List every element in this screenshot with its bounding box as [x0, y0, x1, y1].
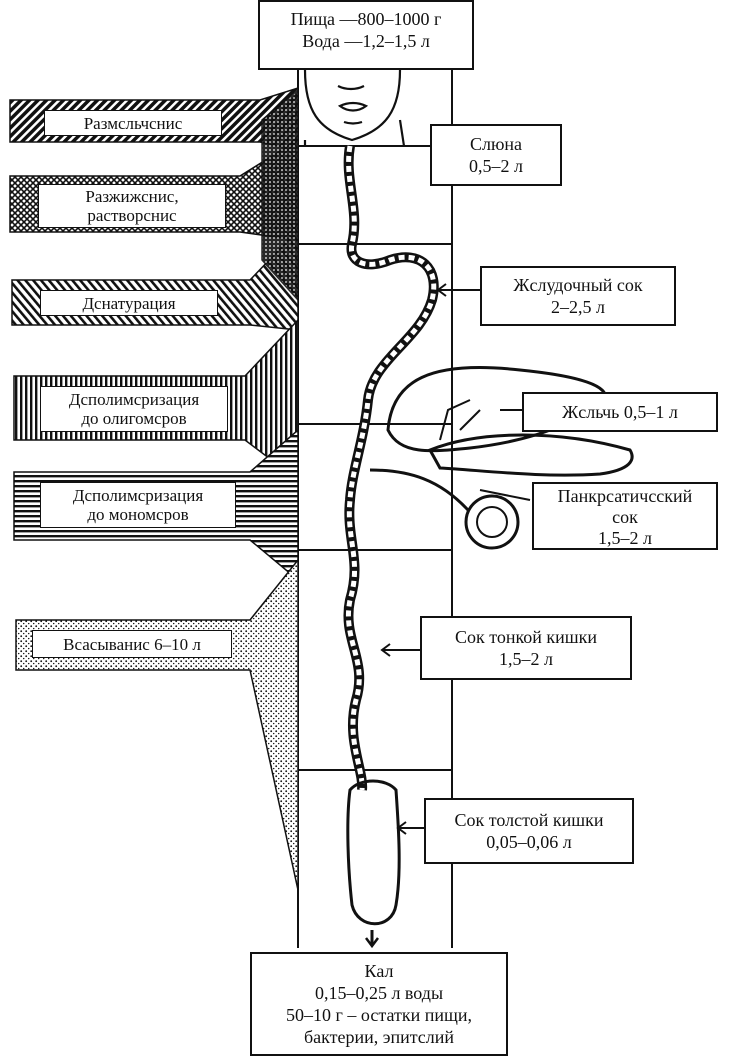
process-label-oligomers-line-1: Дсполимсризация [68, 390, 200, 409]
process-label-liquefaction: Разжижснис, растворснис [38, 184, 226, 228]
output-line-4: бактерии, эпитслий [303, 1027, 455, 1047]
process-label-liquefaction-line-1: Разжижснис, [85, 187, 179, 206]
process-label-absorption-text: Всасыванис 6–10 л [63, 634, 201, 654]
secretion-arrows [380, 151, 540, 835]
secretion-small-intestine-juice-line-2: 1,5–2 л [499, 649, 553, 669]
process-label-monomers-line-1: Дсполимсризация [72, 486, 204, 505]
process-label-oligomers: Дсполимсризация до олигомсров [40, 386, 228, 432]
secretion-large-intestine-juice-line-1: Сок толстой кишки [454, 810, 604, 830]
secretion-saliva-line-1: Слюна [469, 134, 523, 154]
secretion-saliva-line-2: 0,5–2 л [469, 156, 523, 176]
secretion-gastric-juice: Жслудочный сок 2–2,5 л [480, 266, 676, 326]
output-line-2: 0,15–0,25 л воды [314, 983, 444, 1003]
intake-box: Пища —800–1000 г Вода —1,2–1,5 л [258, 0, 474, 70]
process-label-monomers-line-2: до мономсров [87, 505, 189, 524]
secretion-gastric-juice-line-2: 2–2,5 л [551, 297, 605, 317]
process-label-grinding-text: Размсльчснис [83, 113, 183, 133]
secretion-bile-line-1: Жсльчь 0,5–1 л [562, 402, 678, 422]
secretion-pancreatic-juice: Панкрсатичсский сок 1,5–2 л [532, 482, 718, 550]
secretion-bile: Жсльчь 0,5–1 л [522, 392, 718, 432]
secretion-large-intestine-juice-line-2: 0,05–0,06 л [486, 832, 572, 852]
process-label-liquefaction-line-2: растворснис [87, 206, 177, 225]
secretion-pancreatic-juice-line-2: сок [612, 507, 638, 527]
secretion-gastric-juice-line-1: Жслудочный сок [513, 275, 643, 295]
process-label-monomers: Дсполимсризация до мономсров [40, 482, 236, 528]
process-label-grinding: Размсльчснис [44, 110, 222, 136]
process-label-denaturation: Дснатурация [40, 290, 218, 316]
process-label-absorption: Всасыванис 6–10 л [32, 630, 232, 658]
intake-line-2: Вода —1,2–1,5 л [302, 31, 430, 51]
secretion-saliva: Слюна 0,5–2 л [430, 124, 562, 186]
secretion-pancreatic-juice-line-3: 1,5–2 л [598, 528, 652, 548]
secretion-small-intestine-juice-line-1: Сок тонкой кишки [454, 627, 598, 647]
head-illustration [303, 69, 406, 147]
process-label-denaturation-text: Дснатурация [82, 293, 176, 313]
secretion-pancreatic-juice-line-1: Панкрсатичсский [557, 486, 693, 506]
output-box: Кал 0,15–0,25 л воды 50–10 г – остатки п… [250, 952, 508, 1056]
output-line-1: Кал [364, 961, 394, 981]
intake-line-1: Пища —800–1000 г [290, 9, 442, 29]
secretion-large-intestine-juice: Сок толстой кишки 0,05–0,06 л [424, 798, 634, 864]
output-line-3: 50–10 г – остатки пищи, [286, 1005, 472, 1025]
process-label-oligomers-line-2: до олигомсров [81, 409, 187, 428]
secretion-small-intestine-juice: Сок тонкой кишки 1,5–2 л [420, 616, 632, 680]
